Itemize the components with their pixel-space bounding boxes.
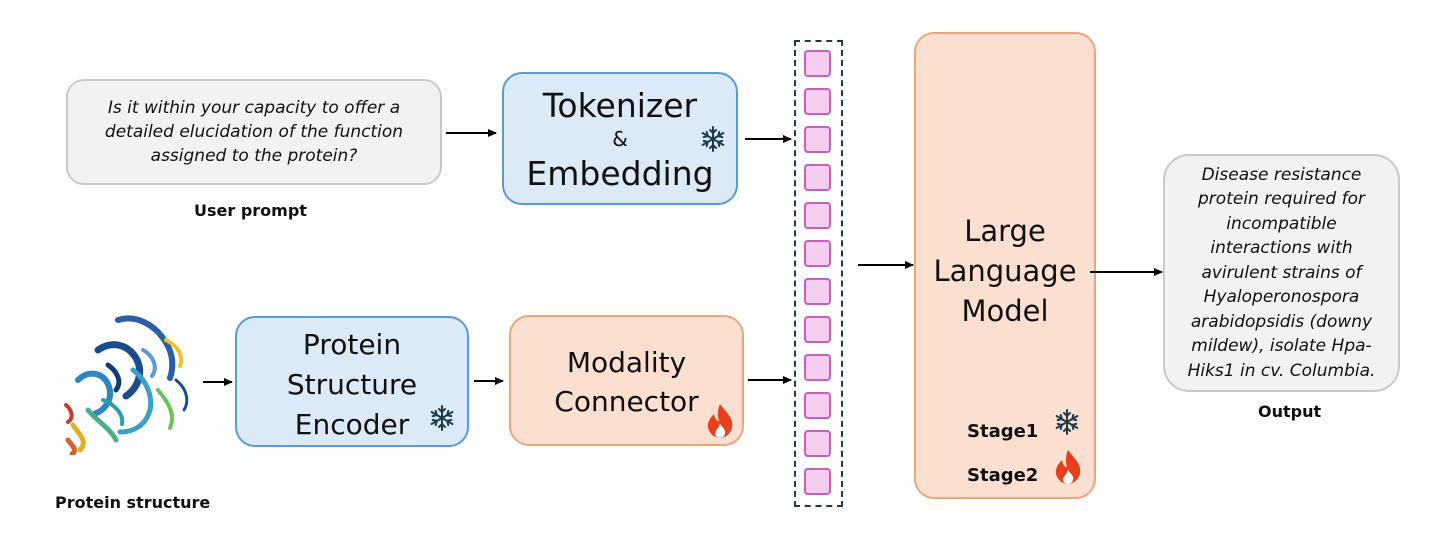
protein-structure-image — [64, 315, 189, 455]
output-text: Disease resistance protein required for … — [1187, 164, 1376, 381]
tokenizer-label: Tokenizer — [542, 86, 698, 125]
user-prompt-label: User prompt — [194, 201, 307, 220]
llm-line-2: Language — [933, 254, 1077, 288]
embedding-label: Embedding — [526, 154, 714, 193]
token-sequence — [794, 40, 843, 507]
token-square — [804, 468, 831, 495]
large-language-model-box: Large Language Model Stage1 Stage2 — [914, 32, 1096, 499]
output-label: Output — [1258, 402, 1322, 421]
connector-line-1: Modality — [566, 346, 687, 379]
token-square — [804, 430, 831, 457]
token-square — [804, 164, 831, 191]
token-square — [804, 316, 831, 343]
protein-structure-encoder-box: Protein Structure Encoder — [235, 316, 469, 447]
protein-structure-label: Protein structure — [55, 493, 211, 512]
token-square — [804, 392, 831, 419]
user-prompt-box: Is it within your capacity to offer a de… — [66, 79, 442, 185]
output-box: Disease resistance protein required for … — [1163, 154, 1400, 392]
token-square — [804, 126, 831, 153]
tokenizer-embedding-box: Tokenizer & Embedding — [502, 72, 738, 205]
connector-line-2: Connector — [554, 385, 699, 418]
modality-connector-box: Modality Connector — [509, 315, 744, 446]
token-square — [804, 50, 831, 77]
user-prompt-text: Is it within your capacity to offer a de… — [104, 98, 404, 166]
stage2-label: Stage2 — [967, 465, 1039, 486]
encoder-line-1: Protein — [302, 328, 402, 361]
token-square — [804, 354, 831, 381]
token-square — [804, 240, 831, 267]
stage1-label: Stage1 — [967, 421, 1039, 442]
token-square — [804, 88, 831, 115]
llm-line-1: Large — [964, 214, 1046, 248]
llm-line-3: Model — [961, 294, 1049, 328]
encoder-line-3: Encoder — [294, 408, 410, 441]
ampersand-label: & — [612, 127, 628, 151]
token-square — [804, 278, 831, 305]
encoder-line-2: Structure — [286, 368, 418, 401]
token-square — [804, 202, 831, 229]
